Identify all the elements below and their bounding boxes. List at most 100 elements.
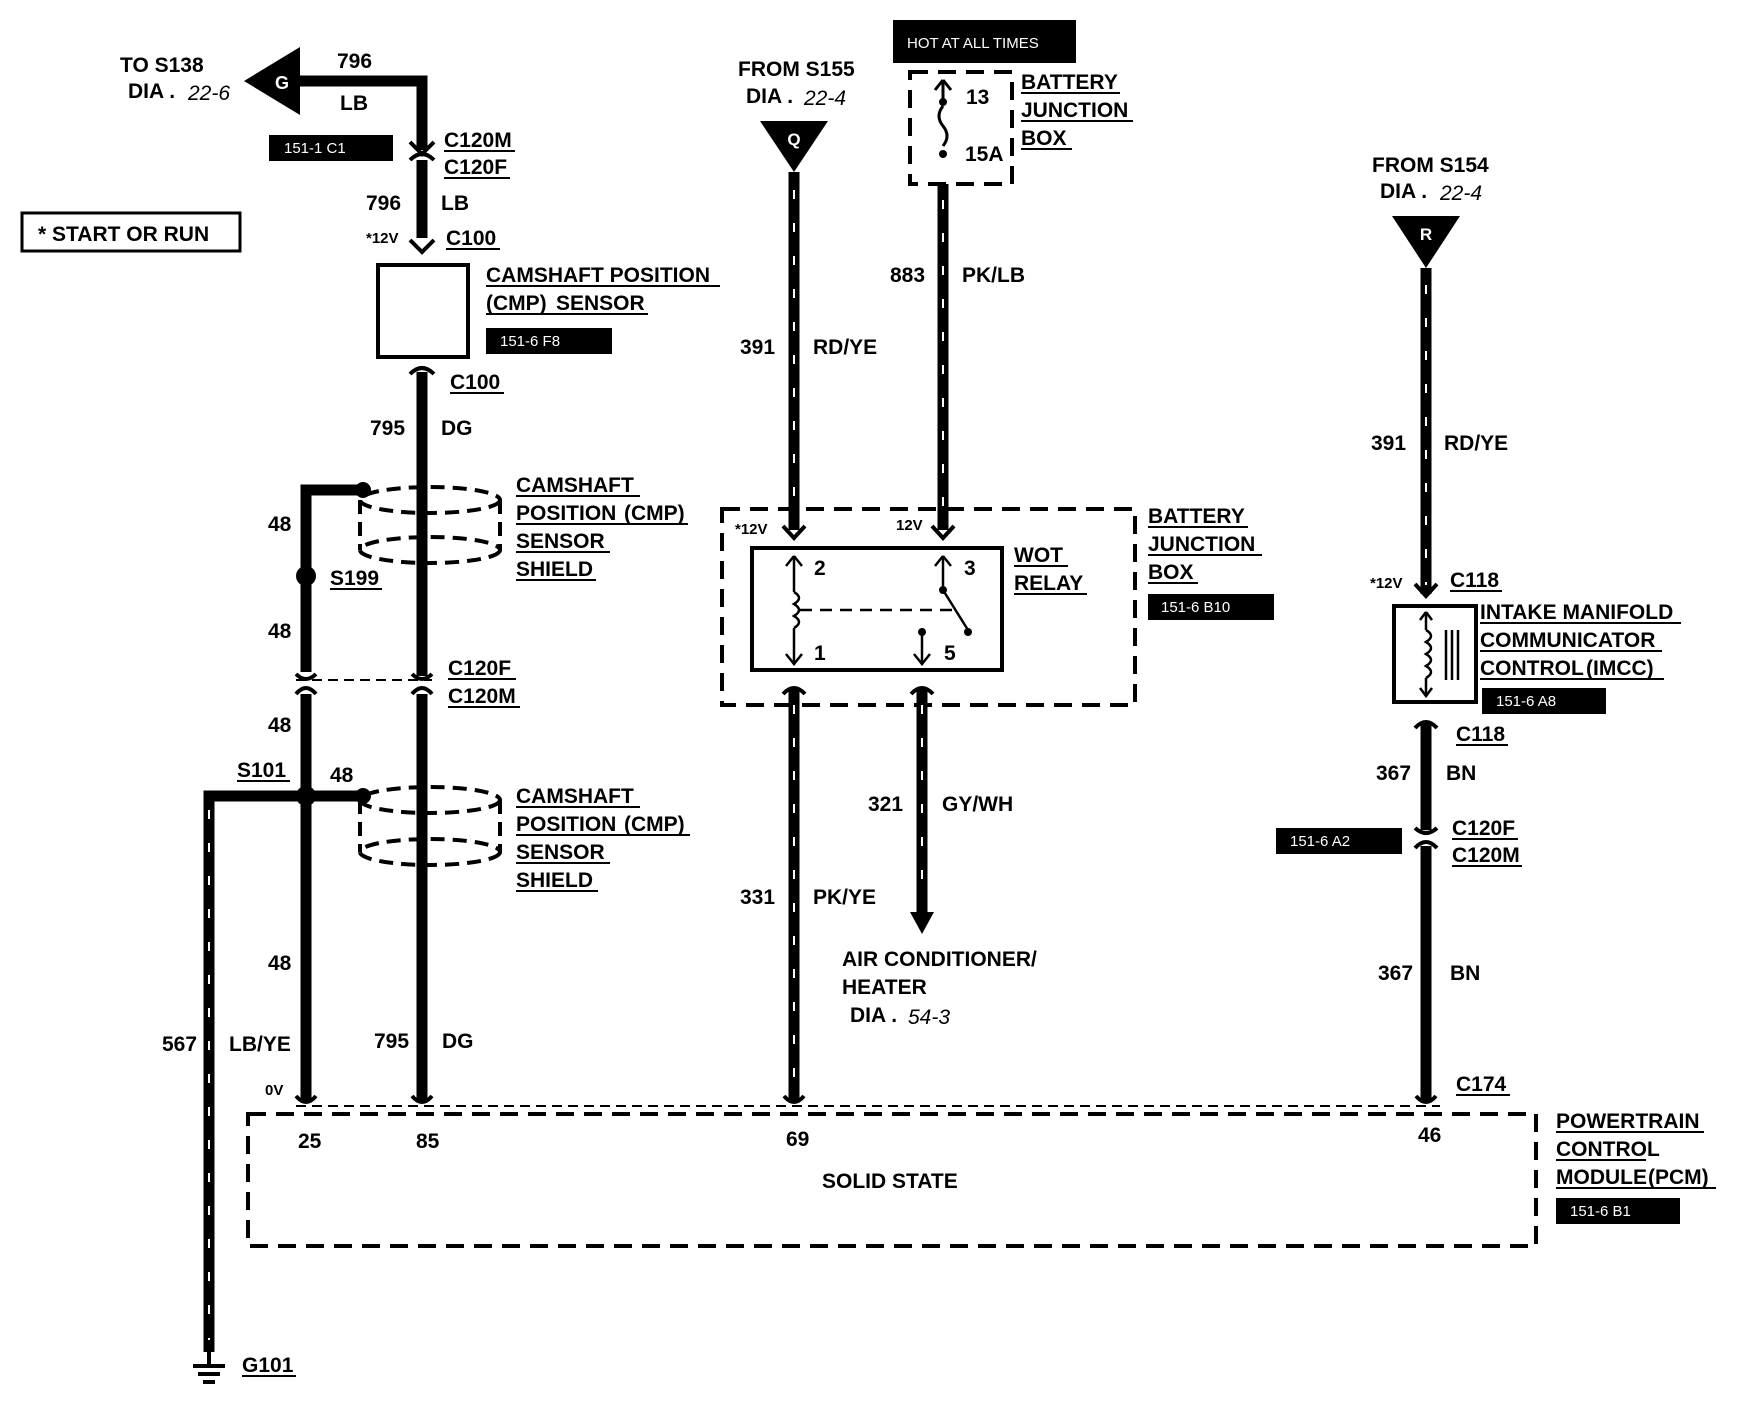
wire-391-left-num: 391 xyxy=(740,336,775,359)
pcm-label-3b: (PCM) xyxy=(1648,1166,1709,1189)
wire-883-color: PK/LB xyxy=(962,264,1025,287)
cmp-sensor-label-1: CAMSHAFT POSITION xyxy=(486,264,710,287)
wire-321-color: GY/WH xyxy=(942,793,1013,816)
cmp-sensor-label-2b: SENSOR xyxy=(556,292,645,315)
wire-48-upper-drain xyxy=(300,484,363,672)
ac-heater-dia-ref: 54-3 xyxy=(908,1006,950,1029)
offpage-left-to: TO S138 xyxy=(120,54,204,77)
fuse-box-label-1: BATTERY xyxy=(1021,71,1118,94)
wire-331-num: 331 xyxy=(740,886,775,909)
wire-331-color: PK/YE xyxy=(813,886,876,909)
ground-g101: G101 xyxy=(242,1354,294,1377)
offpage-right-dia-ref: 22-4 xyxy=(1439,182,1482,205)
imcc-box xyxy=(1392,604,1478,704)
wire-796-top-color: LB xyxy=(340,92,368,115)
cmp-shield-upper xyxy=(358,485,502,565)
imcc-label-3a: CONTROL xyxy=(1480,657,1584,680)
wire-391-right-num: 391 xyxy=(1371,432,1406,455)
pcm-label-2: CONTROL xyxy=(1556,1138,1660,1161)
shield-upper-label-1: CAMSHAFT xyxy=(516,474,634,497)
connector-c120-top xyxy=(408,140,436,162)
ref-tag-imcc-text: 151-6 A8 xyxy=(1496,693,1556,710)
fuse-box-label-3: BOX xyxy=(1021,127,1067,150)
note-hot-at-all-times-text: HOT AT ALL TIMES xyxy=(907,35,1039,52)
shield-upper-label-2a: POSITION xyxy=(516,502,616,525)
connector-c120m-mid: C120M xyxy=(448,685,516,708)
ref-tag-imcc xyxy=(1482,688,1606,714)
fuse-box xyxy=(908,70,1014,186)
relay-switch-icon xyxy=(800,555,972,667)
offpage-connector-g: G xyxy=(244,47,300,115)
wire-48-a: 48 xyxy=(268,513,292,536)
shield-lower-label-2a: POSITION xyxy=(516,813,616,836)
relay-box-label-2: JUNCTION xyxy=(1148,533,1255,556)
connector-c100-bot: C100 xyxy=(450,371,500,394)
wire-391-right-color: RD/YE xyxy=(1444,432,1508,455)
ref-tag-pcm xyxy=(1556,1198,1680,1224)
relay-box-label-3: BOX xyxy=(1148,561,1194,584)
ac-heater-dia: DIA . xyxy=(850,1004,897,1027)
wire-795-top-color: DG xyxy=(441,417,473,440)
shield-upper-label-4: SHIELD xyxy=(516,558,593,581)
shield-upper-label-2b: (CMP) xyxy=(624,502,685,525)
splice-s199-dot xyxy=(296,566,316,586)
connector-c174: C174 xyxy=(1456,1073,1507,1096)
ref-tag-151-6-a2-text: 151-6 A2 xyxy=(1290,833,1350,850)
fuse-icon xyxy=(933,79,953,158)
pcm-pin-arrows xyxy=(294,1094,1438,1104)
wire-567 xyxy=(203,790,306,1352)
splice-s101: S101 xyxy=(237,759,286,782)
pcm-pin-46: 46 xyxy=(1418,1124,1441,1147)
wire-567-color: LB/YE xyxy=(229,1033,291,1056)
offpage-right-from: FROM S154 xyxy=(1372,154,1489,177)
offpage-left-dia-ref: 22-6 xyxy=(187,82,230,105)
imcc-solenoid-icon xyxy=(1419,611,1460,699)
relay-pin-5: 5 xyxy=(944,642,956,665)
offpage-connector-q: Q xyxy=(760,121,828,172)
shield-lower-label-3: SENSOR xyxy=(516,841,605,864)
wire-48-d: 48 xyxy=(330,764,354,787)
voltage-relay-right: 12V xyxy=(896,517,923,534)
imcc-label-1: INTAKE MANIFOLD xyxy=(1480,601,1673,624)
shield-lower-label-4: SHIELD xyxy=(516,869,593,892)
offpage-connector-g-letter: G xyxy=(275,73,289,93)
pcm-label-3a: MODULE xyxy=(1556,1166,1647,1189)
pcm-body: SOLID STATE xyxy=(822,1170,958,1193)
fuse-amperage: 15A xyxy=(965,143,1004,166)
voltage-relay-left: *12V xyxy=(735,521,768,538)
ref-tag-cmp-sensor-text: 151-6 F8 xyxy=(500,333,560,350)
connector-c120-right xyxy=(1413,826,1439,850)
note-start-or-run: * START OR RUN xyxy=(38,223,209,246)
offpage-connector-r-letter: R xyxy=(1420,225,1432,244)
voltage-imcc-12v: *12V xyxy=(1370,575,1403,592)
offpage-mid-from: FROM S155 xyxy=(738,58,855,81)
imcc-label-2: COMMUNICATOR xyxy=(1480,629,1655,652)
relay-coil-icon xyxy=(785,555,803,667)
wire-795-top-num: 795 xyxy=(370,417,405,440)
ref-tag-relay-box-text: 151-6 B10 xyxy=(1161,599,1230,616)
relay-junction-box xyxy=(720,507,1137,707)
wire-795-bot-num: 795 xyxy=(374,1030,409,1053)
connector-c120f-mid: C120F xyxy=(448,657,511,680)
connector-c100-top: C100 xyxy=(446,227,496,250)
pcm-pin-85: 85 xyxy=(416,1130,440,1153)
connector-c120m-top: C120M xyxy=(444,129,512,152)
wire-367-top-num: 367 xyxy=(1376,762,1411,785)
connector-c120f-top: C120F xyxy=(444,156,507,179)
wire-883-num: 883 xyxy=(890,264,925,287)
wire-48-c: 48 xyxy=(268,714,292,737)
arrow-down-icon xyxy=(910,912,934,934)
offpage-connector-q-letter: Q xyxy=(787,130,800,149)
offpage-connector-r: R xyxy=(1392,216,1460,268)
ground-g101-icon xyxy=(193,1352,225,1384)
connector-c120-mid xyxy=(294,672,434,696)
wire-567-num: 567 xyxy=(162,1033,197,1056)
splice-s199: S199 xyxy=(330,567,379,590)
wire-795-bot-color: DG xyxy=(442,1030,474,1053)
relay-pin-3: 3 xyxy=(964,557,976,580)
voltage-cmp-12v: *12V xyxy=(366,230,399,247)
ref-tag-cmp-sensor xyxy=(486,328,612,354)
wire-796-top xyxy=(300,75,428,150)
shield-upper-label-3: SENSOR xyxy=(516,530,605,553)
